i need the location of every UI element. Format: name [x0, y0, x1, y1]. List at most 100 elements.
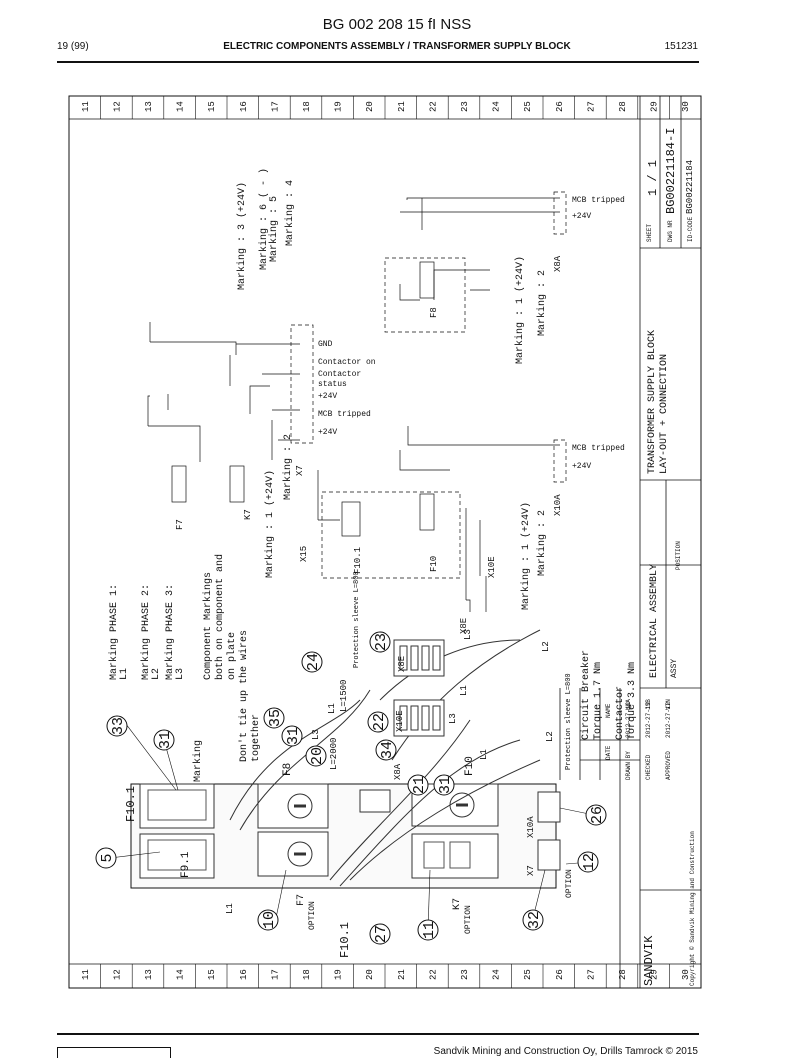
column-number: 30 [681, 969, 691, 980]
schematic-label: Marking : 1 (+24V) [514, 256, 526, 364]
section-title: ELECTRIC COMPONENTS ASSEMBLY / TRANSFORM… [223, 41, 571, 52]
photo-label: Torque 1.7 Nm [593, 662, 604, 740]
column-number: 26 [555, 101, 565, 112]
callout-number: 34 [379, 741, 396, 759]
title-block-field: 2012-27-12 [645, 702, 652, 738]
schematic-label: X8A [553, 255, 563, 272]
callout-number: 31 [437, 776, 454, 794]
terminal-label: GND [318, 340, 333, 349]
callout-number: 31 [285, 727, 302, 745]
terminal-label: +24V [318, 428, 337, 437]
photo-label: L2 [545, 731, 555, 742]
photo-label: Marking [192, 740, 204, 782]
title-block-field: ELECTRICAL ASSEMBLY [649, 564, 660, 678]
assembly-plate [109, 629, 595, 931]
photo-label: F7 [296, 894, 307, 906]
title-block-field: BG00221184-I [664, 128, 678, 214]
photo-label: L1 [119, 668, 130, 680]
column-number: 14 [176, 101, 186, 112]
title-block-field: ASSY [670, 659, 679, 678]
schematic-label: Marking : 5 [268, 196, 280, 262]
photo-label: OPTION [565, 869, 574, 898]
schematic-label: X7 [295, 465, 305, 476]
photo-label: L1 [479, 749, 489, 760]
column-number: 29 [650, 101, 660, 112]
schematic-label: Marking : 4 [284, 180, 296, 246]
document-title: BG 002 208 15 fI NSS [322, 16, 472, 33]
terminal-label: MCB tripped [572, 196, 625, 205]
terminal-label: Contactor [318, 370, 361, 379]
title-block-field: 2012-27-12 [665, 702, 672, 738]
column-number: 26 [555, 969, 565, 980]
photo-label: L3 [175, 668, 186, 680]
column-number: 13 [144, 969, 154, 980]
header-rule [57, 61, 699, 63]
column-number: 25 [523, 101, 533, 112]
photo-label: F9.1 [180, 851, 192, 878]
column-number: 21 [397, 101, 407, 112]
photo-label: F10.1 [124, 786, 138, 822]
terminal-label: MCB tripped [318, 410, 371, 419]
column-number: 11 [81, 969, 91, 980]
schematic-label: Marking : 2 [282, 434, 294, 500]
column-number: 30 [681, 101, 691, 112]
column-number: 17 [270, 101, 280, 112]
column-number: 22 [428, 969, 438, 980]
schematic-label: Marking : 6 ( - ) [258, 168, 270, 270]
terminal-label: status [318, 380, 347, 389]
column-number: 12 [112, 101, 122, 112]
callout-number: 23 [373, 633, 390, 651]
photo-label: L1 [327, 703, 337, 714]
schematic-label: Marking : 3 (+24V) [236, 182, 248, 290]
photo-label: F8 [282, 763, 294, 776]
column-number: 14 [176, 969, 186, 980]
photo-label: together [250, 714, 262, 762]
schematic-label: K7 [243, 509, 253, 520]
schematic-label: X8E [459, 618, 469, 634]
title-block-field: DWG NR [667, 220, 674, 242]
title-block-field: NAME [605, 703, 612, 718]
column-number: 16 [239, 101, 249, 112]
column-number: 28 [618, 101, 628, 112]
column-number: 15 [207, 101, 217, 112]
photo-label: Marking PHASE 1: [108, 584, 120, 680]
photo-label: X8A [393, 763, 403, 780]
schematic-label: X10E [487, 556, 497, 578]
document-code: 151231 [664, 41, 698, 52]
photo-label: X8E [397, 656, 407, 672]
schematic-label: Marking : 2 [536, 270, 548, 336]
column-number: 28 [618, 969, 628, 980]
photo-label: Marking PHASE 3: [164, 584, 176, 680]
terminal-label: MCB tripped [572, 444, 625, 453]
terminal-label: +24V [318, 392, 337, 401]
photo-label: OPTION [308, 901, 317, 930]
callout-number: 12 [581, 853, 598, 871]
photo-label: OPTION [464, 905, 473, 934]
terminal-label: +24V [572, 462, 591, 471]
photo-label: Circuit Breaker [580, 650, 592, 740]
callout-number: 11 [421, 921, 438, 939]
photo-label: F10.1 [338, 922, 352, 958]
photo-label: Component Markings [202, 572, 214, 680]
column-number: 24 [492, 969, 502, 980]
title-block-field: 2012-27-12 [625, 702, 632, 738]
column-number: 18 [302, 969, 312, 980]
schematic-label: F10.1 [353, 547, 363, 574]
photo-label: L=2000 [329, 738, 339, 770]
column-number: 23 [460, 101, 470, 112]
column-number: 27 [586, 969, 596, 980]
title-block-field: Copyright © Sandvik Mining and Construct… [689, 831, 696, 986]
column-number: 15 [207, 969, 217, 980]
photo-label: on plate [226, 632, 238, 680]
photo-label: both on component and [214, 554, 226, 680]
title-block-field: TRANSFORMER SUPPLY BLOCK [647, 330, 658, 474]
title-block-field: LAY-OUT + CONNECTION [659, 354, 670, 474]
title-block-field: DRAWN BY [625, 751, 632, 780]
column-number: 18 [302, 101, 312, 112]
title-block-field: ID-CODE [687, 216, 694, 242]
column-number: 23 [460, 969, 470, 980]
photo-label: Contactor [615, 686, 626, 740]
photo-label: L3 [463, 629, 473, 640]
photo-label: L1 [459, 685, 469, 696]
callout-number: 31 [157, 731, 174, 749]
